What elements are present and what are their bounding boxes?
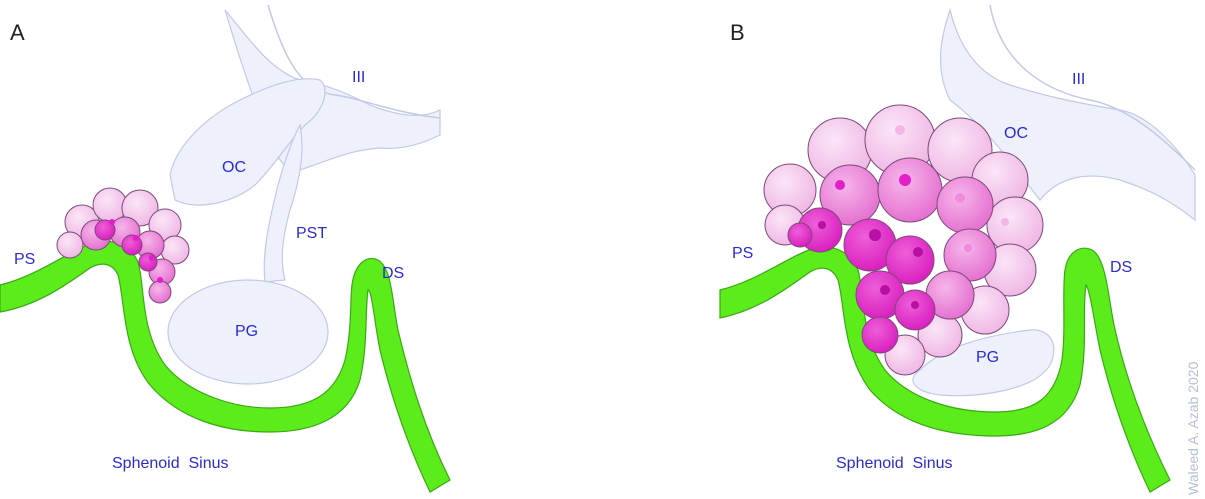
panel-letter-a: A: [10, 20, 25, 45]
label-sphenoid-sinus-b: Sphenoid Sinus: [836, 455, 953, 472]
panel-a: A: [0, 5, 450, 492]
panel-letter-b: B: [730, 20, 745, 45]
watermark: Waleed A. Azab 2020: [1185, 361, 1201, 495]
panel-b: B: [720, 5, 1195, 492]
label-oc-a: OC: [222, 159, 246, 176]
label-ds-b: DS: [1110, 259, 1132, 276]
label-ps-b: PS: [732, 245, 753, 262]
label-ps-a: PS: [14, 251, 35, 268]
label-oc-b: OC: [1004, 125, 1028, 142]
label-pg-b: PG: [976, 349, 999, 366]
label-iii-b: III: [1072, 71, 1085, 88]
label-ds-a: DS: [382, 265, 404, 282]
label-pg-a: PG: [235, 323, 258, 340]
label-sphenoid-sinus-a: Sphenoid Sinus: [112, 455, 229, 472]
label-pst-a: PST: [296, 225, 327, 242]
label-iii-a: III: [352, 69, 365, 86]
